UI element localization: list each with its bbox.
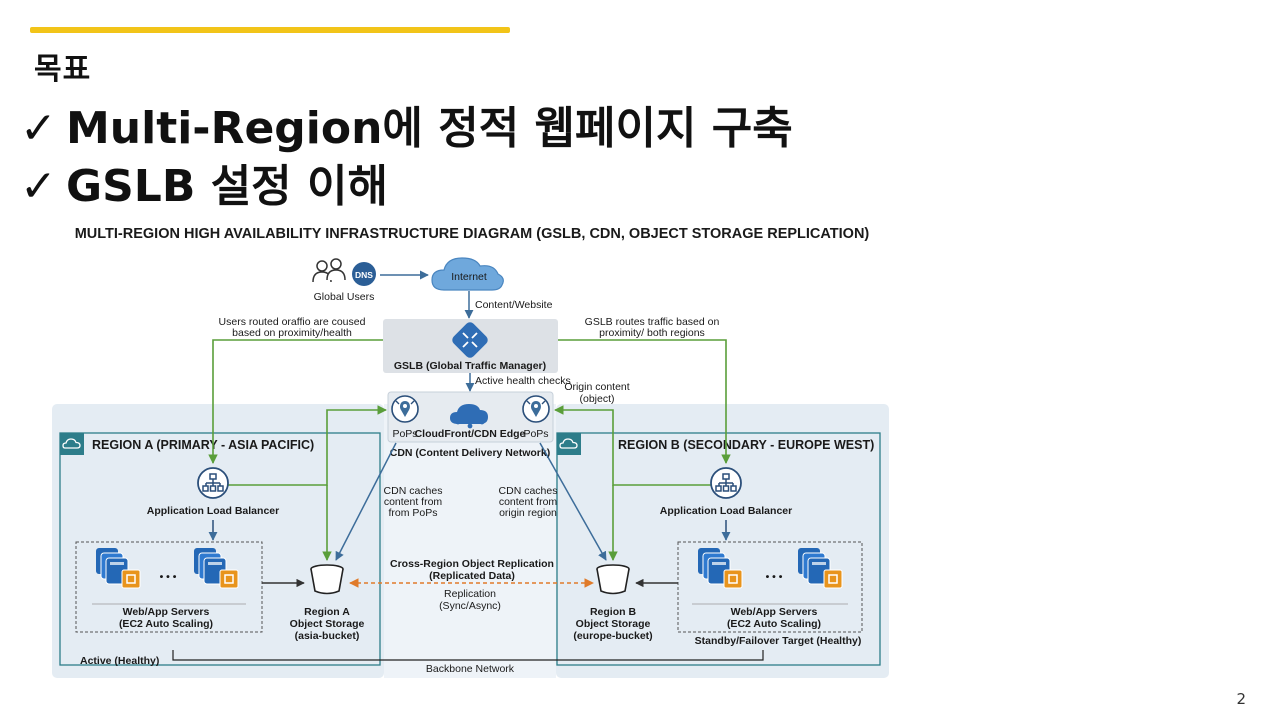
region-b-alb-icon — [710, 467, 742, 499]
replication-sub-2: (Sync/Async) — [439, 600, 501, 612]
cdn-to-storage-a-arrow — [335, 442, 397, 561]
page-number: 2 — [1236, 690, 1246, 708]
backbone-line — [172, 650, 764, 661]
cdn-to-storage-b-arrow — [539, 442, 607, 561]
gslb-to-region-a-arrow — [208, 339, 383, 464]
region-b-server-group — [677, 541, 863, 633]
left-routing-note: Users routed oraffio are coused — [219, 316, 366, 328]
region-a-cloud-icon — [59, 432, 85, 456]
region-b-ellipsis: • • • — [766, 571, 783, 583]
region-b-servers-label-2: (EC2 Auto Scaling) — [727, 618, 821, 630]
goal-item-gslb: ✓GSLB 설정 이해 — [20, 150, 388, 214]
global-users-label: Global Users — [314, 291, 375, 303]
region-a-storage-label-2: Object Storage — [290, 618, 365, 630]
dns-icon: DNS — [352, 262, 376, 286]
gslb-to-region-b-arrow — [558, 339, 731, 464]
region-a-alb-label: Application Load Balancer — [147, 505, 279, 517]
accent-bar — [30, 27, 510, 33]
cdn-cache-right-note: CDN caches — [499, 485, 558, 497]
region-a-bucket-icon — [310, 564, 344, 595]
region-a-servers-label-2: (EC2 Auto Scaling) — [119, 618, 213, 630]
region-b-to-cdn-arrow — [554, 405, 726, 486]
diagram-title: MULTI-REGION HIGH AVAILABILITY INFRASTRU… — [75, 226, 870, 242]
region-b-storage-label-2: Object Storage — [576, 618, 651, 630]
region-a-status: Active (Healthy) — [80, 655, 159, 667]
goal-item-multi-region: ✓Multi-Region에 정적 웹페이지 구축 — [20, 92, 793, 156]
cdn-label: CDN (Content Delivery Network) — [390, 447, 550, 459]
internet-label: Internet — [451, 271, 487, 283]
region-b-background — [556, 404, 889, 678]
cdn-cache-left-note-3: from PoPs — [388, 507, 437, 519]
region-b-status: Standby/Failover Target (Healthy) — [695, 635, 862, 647]
origin-content-label: Origin content — [564, 381, 629, 393]
left-routing-note-2: based on proximity/health — [232, 327, 352, 339]
cdn-cache-left-note: CDN caches — [384, 485, 443, 497]
region-b-border — [556, 432, 881, 666]
global-users-icon — [312, 258, 346, 283]
cdn-edge-icon — [450, 404, 488, 429]
region-a-servers-label: Web/App Servers — [123, 606, 210, 618]
right-routing-note: GSLB routes traffic based on — [585, 316, 720, 328]
pop-left-icon — [391, 395, 419, 423]
content-website-label: Content/Website — [475, 299, 553, 311]
cdn-cache-right-note-2: content from — [499, 496, 558, 508]
replication-title: Cross-Region Object Replication — [390, 558, 554, 570]
origin-content-label-2: (object) — [579, 393, 614, 405]
region-b-bucket-icon — [596, 564, 630, 595]
backbone-label: Backbone Network — [426, 663, 515, 675]
region-a-border — [59, 432, 381, 666]
middle-background — [384, 404, 556, 678]
gslb-icon — [452, 322, 488, 358]
replication-title-2: (Replicated Data) — [429, 570, 515, 582]
region-b-storage-label: Region B — [590, 606, 636, 618]
region-b-servers-label: Web/App Servers — [731, 606, 818, 618]
region-a-storage-label: Region A — [304, 606, 350, 618]
check-icon: ✓ — [20, 103, 57, 154]
region-a-storage-label-3: (asia-bucket) — [295, 630, 360, 642]
region-b-cloud-icon — [556, 432, 582, 456]
goal-item-text: GSLB 설정 이해 — [66, 161, 388, 212]
region-a-server-group — [75, 541, 263, 633]
svg-text:DNS: DNS — [355, 270, 373, 280]
region-a-ellipsis: • • • — [160, 571, 177, 583]
region-a-alb-icon — [197, 467, 229, 499]
region-b-alb-label: Application Load Balancer — [660, 505, 792, 517]
pop-right-label: PoPs — [523, 428, 548, 440]
gslb-label: GSLB (Global Traffic Manager) — [394, 360, 546, 372]
health-checks-label: Active health checks — [475, 375, 571, 387]
pop-left-label: PoPs — [392, 428, 417, 440]
cdn-cache-left-note-2: content from — [384, 496, 443, 508]
cdn-edge-label: CloudFront/CDN Edge — [415, 428, 526, 440]
region-a-to-cdn-arrow — [213, 405, 387, 486]
goal-heading: 목표 — [34, 52, 92, 87]
pop-right-icon — [522, 395, 550, 423]
internet-cloud-icon — [431, 257, 504, 291]
right-routing-note-2: proximity/ both regions — [599, 327, 705, 339]
region-a-title: REGION A (PRIMARY - ASIA PACIFIC) — [92, 438, 314, 452]
region-a-background — [52, 404, 384, 678]
goal-item-text: Multi-Region에 정적 웹페이지 구축 — [66, 103, 793, 154]
region-b-storage-label-3: (europe-bucket) — [573, 630, 652, 642]
check-icon: ✓ — [20, 161, 57, 212]
replication-sub: Replication — [444, 588, 496, 600]
region-b-title: REGION B (SECONDARY - EUROPE WEST) — [618, 438, 874, 452]
cdn-cache-right-note-3: origin region — [499, 507, 557, 519]
